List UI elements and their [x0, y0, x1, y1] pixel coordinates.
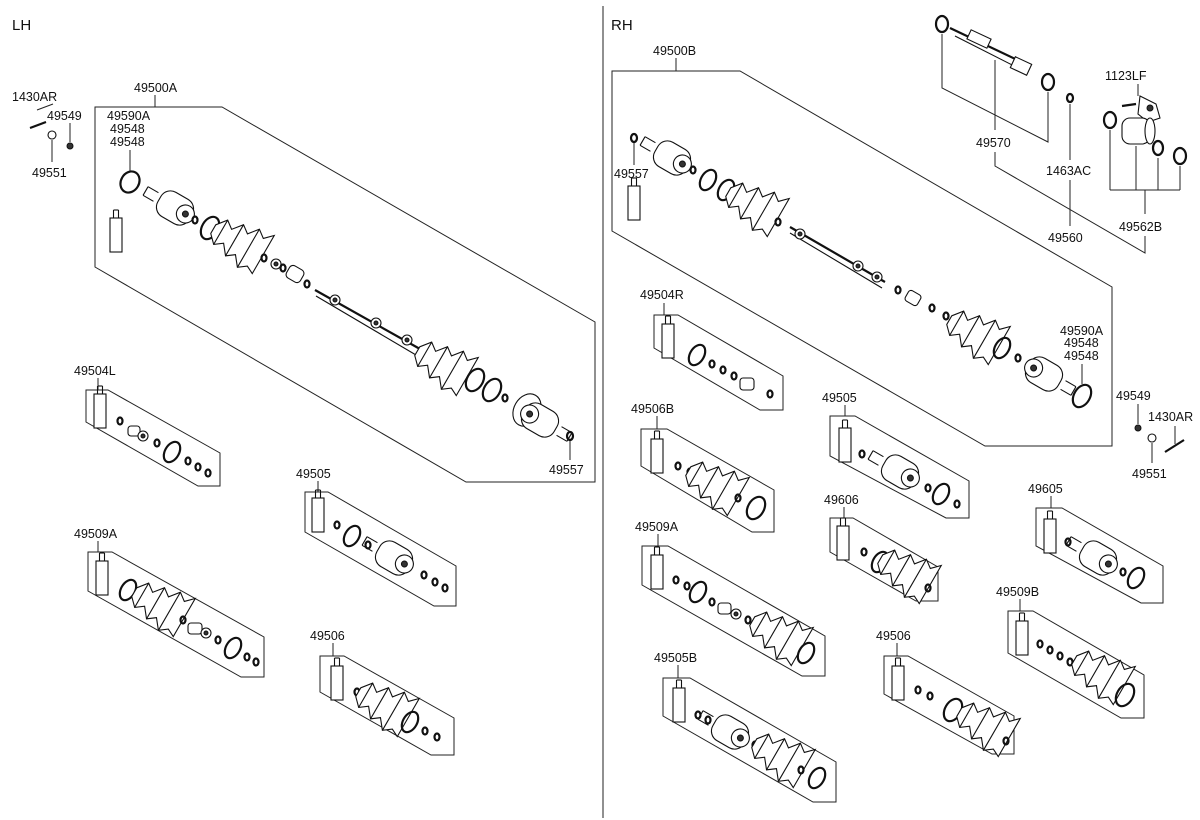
grease-tube-49505-right	[838, 419, 852, 463]
grease-tube-49506-left	[330, 657, 344, 701]
grease-tube-left	[109, 209, 123, 253]
label-49549-right: 49549	[1116, 389, 1151, 403]
kit-frame-49606	[829, 517, 939, 602]
label-49504L: 49504L	[74, 364, 116, 378]
kit-frame-49506-right	[883, 655, 1015, 755]
seal-ring-right	[1071, 383, 1093, 409]
nut-49551-right	[1147, 433, 1157, 443]
grease-tube-49505-left	[311, 489, 325, 533]
assembly-frame-49500B	[611, 70, 1113, 447]
grease-tube-right	[627, 177, 641, 221]
label-49605: 49605	[1028, 482, 1063, 496]
label-49560: 49560	[1048, 231, 1083, 245]
label-49509A-right: 49509A	[635, 520, 679, 534]
kit-frame-49506B	[640, 428, 775, 533]
label-49590A-right: 49590A	[1060, 324, 1104, 338]
label-49590A-left: 49590A	[107, 109, 151, 123]
label-1430AR-right: 1430AR	[1148, 410, 1193, 424]
kit-frame-49505-left	[304, 491, 457, 607]
label-49500A: 49500A	[134, 81, 178, 95]
axle-shaft-right	[635, 128, 1081, 404]
label-49548a-left: 49548	[110, 122, 145, 136]
axle-shaft-left	[138, 178, 577, 450]
label-49509A-left: 49509A	[74, 527, 118, 541]
grease-tube-49606	[836, 517, 850, 561]
kit-frame-49504L	[85, 389, 221, 487]
label-49606: 49606	[824, 493, 859, 507]
kit-frame-49509B	[1007, 610, 1145, 719]
kit-frame-49505B	[662, 677, 837, 803]
label-49509B: 49509B	[996, 585, 1039, 599]
seal-49562B-a	[1102, 110, 1118, 130]
label-49506-left: 49506	[310, 629, 345, 643]
label-49570: 49570	[976, 136, 1011, 150]
kit-frame-49509A-left	[87, 551, 265, 678]
label-49551-right: 49551	[1132, 467, 1167, 481]
grease-tube-49506-right	[891, 657, 905, 701]
kit-frame-49509A-right	[641, 545, 826, 677]
label-49548b-left: 49548	[110, 135, 145, 149]
lh-title: LH	[12, 17, 31, 34]
label-49549-left: 49549	[47, 109, 82, 123]
assembly-frame-49500A	[94, 106, 596, 483]
label-49557-left: 49557	[549, 463, 584, 477]
label-49506-right: 49506	[876, 629, 911, 643]
grease-tube-49504R	[661, 315, 675, 359]
bolt-1430AR-left	[29, 120, 47, 130]
washer-49549-right	[1134, 424, 1142, 432]
label-49506B: 49506B	[631, 402, 674, 416]
grease-tube-49509A-left	[95, 552, 109, 596]
grease-tube-49506B	[650, 430, 664, 474]
label-49562B: 49562B	[1119, 220, 1162, 234]
kit-frame-49505-right	[829, 415, 970, 519]
label-49505B: 49505B	[654, 651, 697, 665]
circlip-49557-left	[565, 430, 575, 442]
grease-tube-49605	[1043, 510, 1057, 554]
kit-frame-49506-left	[319, 655, 455, 756]
grease-tube-49509B	[1015, 612, 1029, 656]
label-49504R: 49504R	[640, 288, 684, 302]
label-1463AC: 1463AC	[1046, 164, 1091, 178]
label-49548a-right: 49548	[1064, 336, 1099, 350]
kit-frame-49504R	[653, 314, 784, 411]
grease-tube-49505B	[672, 679, 686, 723]
label-49505-right: 49505	[822, 391, 857, 405]
grease-tube-49509A-right	[650, 546, 664, 590]
rh-title: RH	[611, 17, 633, 34]
label-49557-right: 49557	[614, 167, 649, 181]
nut-49551-left	[47, 130, 57, 140]
kit-frame-49605	[1035, 507, 1164, 604]
clip-1463AC	[1065, 92, 1075, 104]
bolt-1123LF	[1121, 102, 1137, 108]
label-49505-left: 49505	[296, 467, 331, 481]
intermediate-shaft-49570	[934, 14, 1056, 92]
label-1123LF: 1123LF	[1105, 69, 1147, 83]
grease-tube-49504L	[93, 385, 107, 429]
washer-49549-left	[66, 142, 74, 150]
label-49551-left: 49551	[32, 166, 67, 180]
label-1430AR-left: 1430AR	[12, 90, 57, 104]
seal-ring-left	[119, 170, 141, 194]
bolt-1430AR-right	[1164, 439, 1185, 453]
circlip-49557-right	[629, 132, 639, 144]
label-49500B: 49500B	[653, 44, 696, 58]
label-49548b-right: 49548	[1064, 349, 1099, 363]
